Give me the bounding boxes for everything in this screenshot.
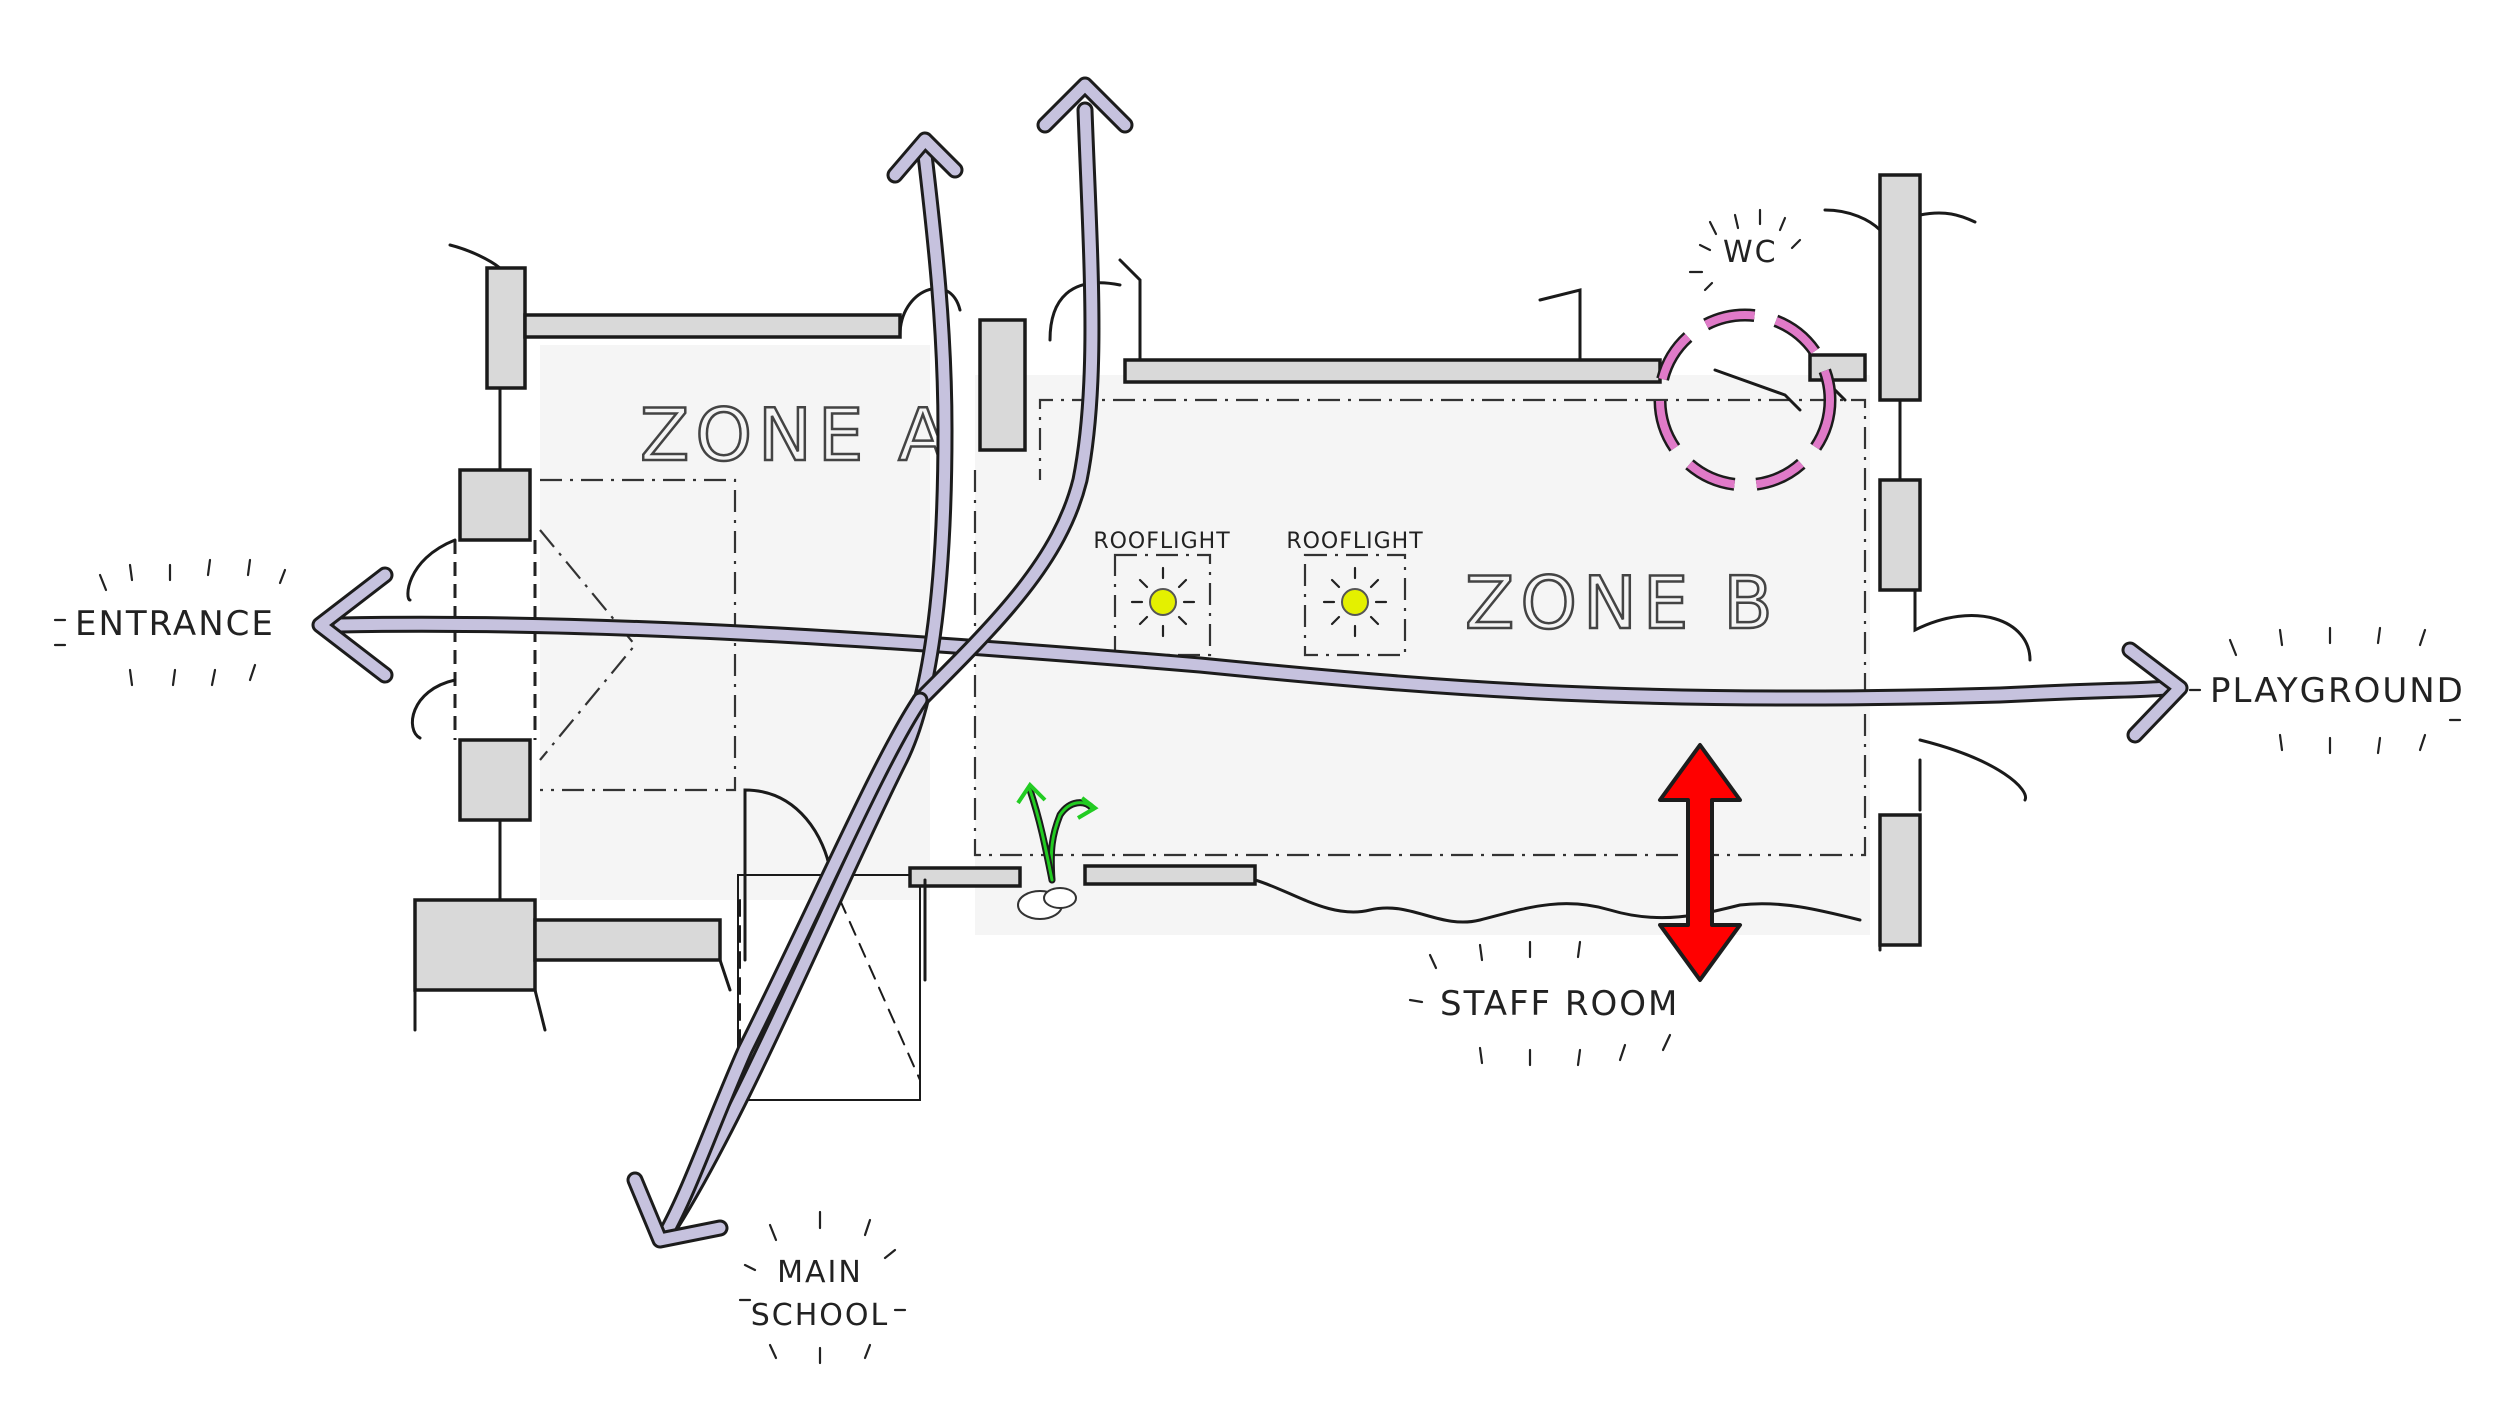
building-structure bbox=[406, 173, 2032, 1101]
wall-right-mid bbox=[1878, 478, 1922, 592]
zone-a-label: ZONE A bbox=[640, 393, 954, 477]
rooflight-2-label: ROOFLIGHT bbox=[1286, 529, 1423, 554]
wall-top-zone-b bbox=[1123, 358, 1662, 384]
wall-top-zone-a bbox=[523, 313, 902, 339]
main-school-arrowhead bbox=[629, 1174, 726, 1246]
wc-circle bbox=[1656, 311, 1834, 489]
zone-b-fill bbox=[975, 375, 1870, 935]
wall-bottom-left-block bbox=[413, 898, 537, 992]
wall-bottom-zone-b-left bbox=[908, 866, 1022, 888]
zone-b-label: ZONE B bbox=[1465, 561, 1779, 645]
flow-entrance-playground bbox=[334, 618, 2171, 704]
north-arrowhead-2 bbox=[1039, 79, 1131, 131]
rooflight-1: ROOFLIGHT bbox=[1093, 529, 1230, 657]
rooflight-1-marker bbox=[1149, 588, 1177, 616]
entrance-label: ENTRANCE bbox=[75, 604, 275, 644]
central-column bbox=[978, 318, 1027, 452]
green-arrow-left bbox=[1028, 788, 1054, 882]
wc-label: WC bbox=[1723, 235, 1778, 270]
red-double-arrow bbox=[1658, 743, 1742, 982]
wall-entrance-lower bbox=[458, 738, 532, 822]
rooflight-2-marker bbox=[1341, 588, 1369, 616]
rooflight-2: ROOFLIGHT bbox=[1286, 529, 1423, 657]
wall-bottom-zone-b-right bbox=[1083, 864, 1257, 886]
wall-column-top-left bbox=[485, 266, 527, 390]
wall-right-lower bbox=[1878, 813, 1922, 947]
wc-marker: WC bbox=[1653, 208, 1837, 492]
rooflight-1-frame bbox=[1113, 553, 1212, 657]
rooflight-1-label: ROOFLIGHT bbox=[1093, 529, 1230, 554]
circulation-arrows bbox=[311, 76, 2189, 1249]
playground-label: PLAYGROUND bbox=[2210, 671, 2465, 711]
green-arrow-right bbox=[1049, 801, 1094, 882]
staff-room-label-group: STAFF ROOM bbox=[1408, 940, 1679, 1067]
main-school-label-group: MAIN SCHOOL bbox=[738, 1210, 907, 1365]
main-school-label-line2: SCHOOL bbox=[751, 1298, 890, 1333]
staff-room-label: STAFF ROOM bbox=[1440, 984, 1679, 1024]
wall-entrance-upper bbox=[458, 468, 532, 542]
north-arrowhead-1 bbox=[889, 134, 961, 181]
main-school-label-line1: MAIN bbox=[777, 1255, 863, 1290]
entrance-arrowhead bbox=[314, 569, 391, 681]
staff-room-arrow bbox=[1658, 743, 1742, 982]
playground-label-group: PLAYGROUND bbox=[2188, 626, 2465, 755]
flow-main-school-north-1 bbox=[659, 149, 951, 1241]
plant-arrow bbox=[1016, 781, 1099, 884]
flow-main-school-north-2 bbox=[914, 104, 1098, 706]
rooflight-2-frame bbox=[1303, 553, 1407, 657]
wall-wc-stub bbox=[1808, 353, 1867, 382]
wall-right-upper bbox=[1878, 173, 1922, 402]
entrance-label-group: ENTRANCE bbox=[53, 558, 287, 687]
wall-bottom-zone-a bbox=[533, 918, 722, 962]
playground-arrowhead bbox=[2124, 644, 2186, 741]
